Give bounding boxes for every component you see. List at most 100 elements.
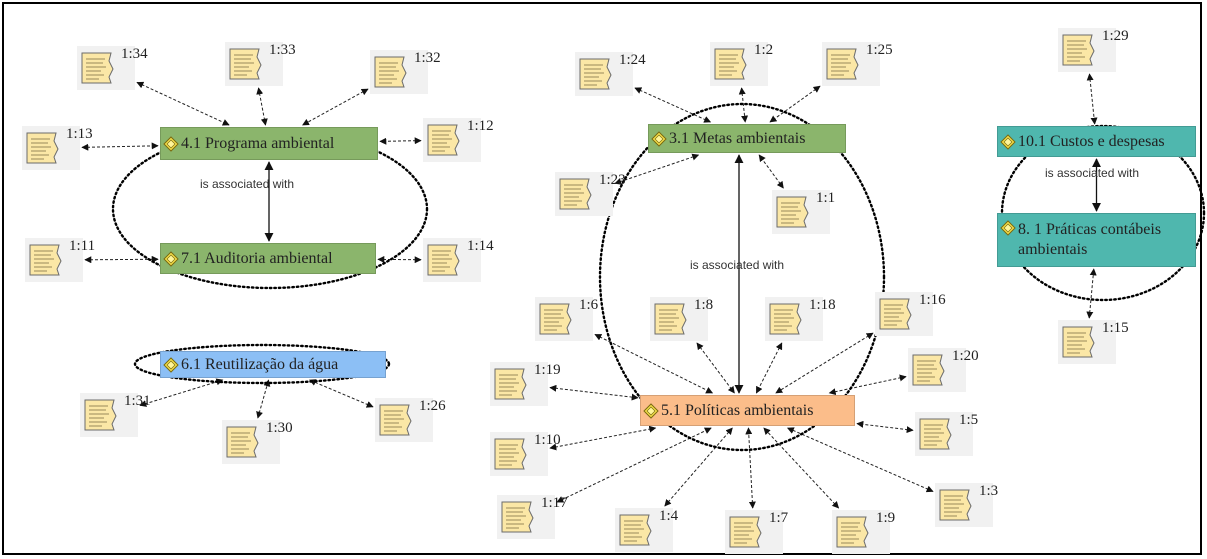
quotation-label: 1:30 — [266, 420, 293, 436]
quotation-document-icon — [537, 301, 577, 337]
highlight-ellipse-3 — [598, 102, 886, 452]
quotation-node-1-13[interactable]: 1:13 — [22, 126, 93, 170]
quotation-node-1-9[interactable]: 1:9 — [832, 510, 895, 554]
quotation-node-1-19[interactable]: 1:19 — [490, 362, 561, 406]
quotation-node-1-23[interactable]: 1:23 — [555, 172, 626, 216]
link-1-18-to-5-1 — [755, 342, 783, 394]
quotation-document-icon — [617, 512, 657, 548]
code-family-icon — [163, 250, 179, 267]
quotation-document-icon — [82, 397, 122, 433]
quotation-node-1-33[interactable]: 1:33 — [225, 42, 296, 86]
quotation-node-1-10[interactable]: 1:10 — [490, 432, 561, 476]
quotation-node-1-7[interactable]: 1:7 — [725, 510, 788, 554]
quotation-node-1-18[interactable]: 1:18 — [765, 297, 836, 341]
code-node-10-1[interactable]: 10.1 Custos e despesas — [997, 126, 1196, 157]
link-1-25-to-3-1 — [769, 85, 821, 123]
quotation-node-1-11[interactable]: 1:11 — [25, 238, 95, 282]
quotation-node-1-14[interactable]: 1:14 — [423, 238, 494, 282]
quotation-node-1-3[interactable]: 1:3 — [935, 483, 998, 527]
quotation-document-icon — [224, 424, 264, 460]
quotation-label: 1:17 — [541, 495, 568, 511]
code-label: 4.1 Programa ambiental — [181, 134, 335, 152]
quotation-label: 1:34 — [121, 46, 148, 62]
quotation-label: 1:16 — [919, 292, 946, 308]
quotation-node-1-32[interactable]: 1:32 — [370, 50, 441, 94]
quotation-node-1-29[interactable]: 1:29 — [1058, 28, 1129, 72]
quotation-node-1-5[interactable]: 1:5 — [915, 412, 978, 456]
quotation-label: 1:6 — [579, 297, 599, 313]
quotation-document-icon — [227, 46, 267, 82]
quotation-document-icon — [372, 54, 412, 90]
quotation-node-1-4[interactable]: 1:4 — [615, 508, 678, 552]
quotation-node-1-31[interactable]: 1:31 — [80, 393, 151, 437]
link-1-13-to-4-1 — [81, 142, 159, 151]
quotation-node-1-24[interactable]: 1:24 — [575, 52, 646, 96]
quotation-document-icon — [577, 56, 617, 92]
link-1-17-to-5-1 — [556, 427, 712, 503]
link-1-7-to-5-1 — [745, 427, 756, 509]
link-1-24-to-3-1 — [634, 87, 712, 123]
link-1-30-to-6-1 — [256, 379, 271, 419]
link-1-34-to-4-1 — [136, 81, 230, 126]
quotation-label: 1:33 — [269, 42, 296, 58]
quotation-label: 1:7 — [769, 510, 789, 526]
quotation-node-1-20[interactable]: 1:20 — [908, 348, 979, 392]
code-family-icon — [163, 356, 179, 373]
quotation-node-1-1[interactable]: 1:1 — [772, 190, 835, 234]
quotation-node-1-34[interactable]: 1:34 — [77, 46, 148, 90]
quotation-label: 1:25 — [866, 42, 893, 58]
code-label: 6.1 Reutilização da água — [181, 355, 339, 373]
quotation-label: 1:4 — [659, 508, 679, 524]
quotation-document-icon — [1060, 324, 1100, 360]
quotation-document-icon — [774, 194, 814, 230]
quotation-node-1-30[interactable]: 1:30 — [222, 420, 293, 464]
quotation-document-icon — [425, 242, 465, 278]
link-1-2-to-3-1 — [738, 87, 749, 123]
link-1-11-to-7-1 — [84, 255, 159, 264]
quotation-label: 1:31 — [124, 393, 151, 409]
link-1-4-to-5-1 — [664, 427, 733, 507]
quotation-label: 1:20 — [952, 348, 979, 364]
link-1-5-to-5-1 — [856, 420, 914, 434]
quotation-node-1-2[interactable]: 1:2 — [710, 42, 773, 86]
relation-label: is associated with — [1045, 166, 1140, 180]
quotation-node-1-6[interactable]: 1:6 — [535, 297, 598, 341]
highlight-ellipse-2 — [133, 343, 391, 385]
quotation-document-icon — [377, 402, 417, 438]
quotation-node-1-12[interactable]: 1:12 — [423, 118, 494, 162]
code-family-icon — [1000, 220, 1016, 236]
quotation-node-1-25[interactable]: 1:25 — [822, 42, 893, 86]
quotation-document-icon — [557, 176, 597, 212]
link-1-9-to-5-1 — [763, 427, 840, 509]
code-node-3-1[interactable]: 3.1 Metas ambientais — [648, 124, 846, 153]
quotation-document-icon — [652, 301, 692, 337]
quotation-label: 1:14 — [467, 238, 494, 254]
quotation-document-icon — [499, 499, 539, 535]
code-node-6-1[interactable]: 6.1 Reutilização da água — [160, 351, 386, 378]
quotation-node-1-17[interactable]: 1:17 — [497, 495, 568, 539]
quotation-document-icon — [727, 514, 767, 550]
code-node-7-1[interactable]: 7.1 Auditoria ambiental — [160, 243, 376, 274]
quotation-document-icon — [917, 416, 957, 452]
code-node-8-1[interactable]: 8. 1 Práticas contábeis ambientais — [997, 213, 1196, 267]
quotation-document-icon — [425, 122, 465, 158]
link-1-10-to-5-1 — [549, 425, 657, 451]
code-label: 8. 1 Práticas contábeis ambientais — [1018, 221, 1162, 258]
quotation-node-1-8[interactable]: 1:8 — [650, 297, 713, 341]
quotation-document-icon — [1060, 32, 1100, 68]
link-1-3-to-5-1 — [786, 427, 934, 493]
link-1-6-to-5-1 — [594, 334, 714, 394]
quotation-node-1-15[interactable]: 1:15 — [1058, 320, 1129, 364]
quotation-document-icon — [824, 46, 864, 82]
code-label: 10.1 Custos e despesas — [1018, 132, 1165, 150]
code-node-5-1[interactable]: 5.1 Políticas ambientais — [640, 395, 855, 426]
code-family-icon — [163, 135, 179, 152]
relation-label: is associated with — [690, 258, 785, 272]
code-node-4-1[interactable]: 4.1 Programa ambiental — [160, 127, 378, 160]
quotation-document-icon — [27, 242, 67, 278]
quotation-document-icon — [79, 50, 119, 86]
quotation-node-1-26[interactable]: 1:26 — [375, 398, 446, 442]
quotation-label: 1:12 — [467, 118, 494, 134]
code-family-icon — [651, 130, 667, 147]
quotation-node-1-16[interactable]: 1:16 — [875, 292, 946, 336]
